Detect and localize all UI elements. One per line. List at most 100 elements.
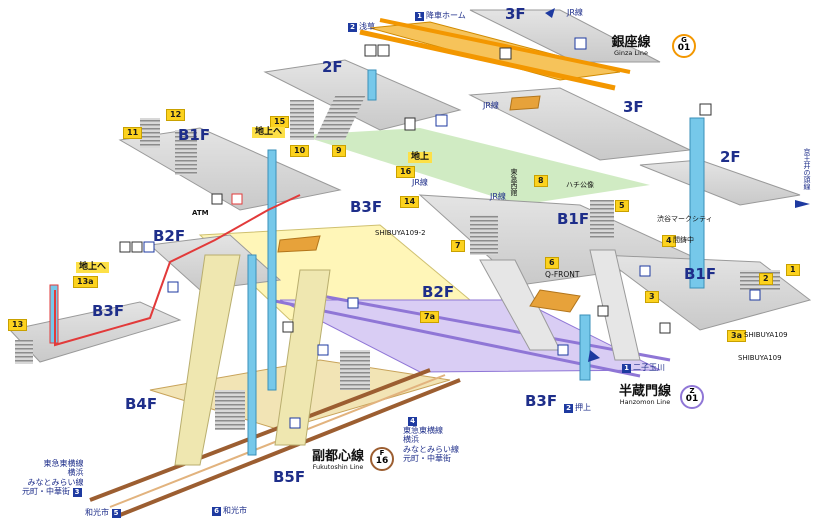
floor-label-2f-right: 2F bbox=[720, 148, 741, 166]
floor-label-b1f-right: B1F bbox=[684, 265, 717, 283]
exit-5: 5 bbox=[615, 200, 629, 212]
facility-icons bbox=[119, 37, 761, 429]
floor-label-b1f-mid: B1F bbox=[557, 210, 590, 228]
exit-3a: 3a bbox=[727, 330, 746, 342]
nursing-room-icon bbox=[131, 241, 143, 253]
fukutoshin-line-sub: Fukutoshin Line bbox=[312, 463, 364, 471]
direction-text: 東急東横線 横浜 みなとみらい線 元町・中華街 bbox=[22, 459, 84, 496]
exit-13a: 13a bbox=[73, 276, 98, 288]
fukutoshin-line-name: 副都心線 bbox=[311, 449, 364, 464]
direction-text: 和光市 bbox=[223, 506, 247, 515]
floor-label-2f-left: 2F bbox=[322, 58, 343, 76]
stair-8 bbox=[340, 350, 370, 390]
elevator-shaft-3 bbox=[267, 149, 277, 391]
shibuya109-2: SHIBUYA109-2 bbox=[375, 229, 426, 237]
ginza-line-name: 銀座線 bbox=[611, 35, 651, 50]
ticket-machine-icon bbox=[364, 44, 377, 57]
toilet-icon bbox=[119, 241, 131, 253]
support-frame-1 bbox=[174, 254, 241, 466]
stair-5 bbox=[590, 200, 614, 238]
ticket-gate bbox=[509, 95, 541, 111]
wheelchair-icon bbox=[435, 114, 448, 127]
stair-1 bbox=[314, 95, 366, 140]
floor-2f-right bbox=[639, 159, 801, 206]
direction-text: 東急東横線 横浜 みなとみらい線 元町・中華街 bbox=[403, 426, 459, 463]
floor-label-b3f-mid: B3F bbox=[350, 198, 383, 216]
info-icon bbox=[699, 103, 712, 116]
floor-label-b4f: B4F bbox=[125, 395, 158, 413]
ginza-roundel: G 01 bbox=[672, 34, 696, 58]
elevator-shaft-2 bbox=[689, 117, 705, 289]
toilet-icon bbox=[499, 47, 512, 60]
atm-icon: ATM bbox=[192, 209, 209, 217]
hanzomon-roundel-num: 01 bbox=[685, 394, 699, 404]
arrow-direction-icon bbox=[795, 200, 810, 208]
hachiko-statue: ハチ公像 bbox=[566, 181, 594, 189]
direction-text: 浅草 bbox=[359, 22, 375, 31]
stair-4 bbox=[470, 215, 498, 255]
direction-jr-top: JR線 bbox=[567, 8, 583, 17]
wheelchair-icon bbox=[143, 241, 155, 253]
direction-toyoko-3: 東急東横線 横浜 みなとみらい線 元町・中華街 3 bbox=[22, 450, 84, 497]
elevator-shaft-1 bbox=[367, 69, 377, 101]
direction-text: 二子玉川 bbox=[633, 363, 665, 372]
floor-label-b1f-left: B1F bbox=[178, 126, 211, 144]
elevator-icon bbox=[639, 265, 651, 277]
exit-1: 1 bbox=[786, 264, 800, 276]
elevator-icon bbox=[289, 417, 301, 429]
exit-6: 6 bbox=[545, 257, 559, 269]
accessible-route bbox=[54, 194, 301, 347]
hanzomon-track-1 bbox=[269, 298, 641, 378]
exit-7a: 7a bbox=[420, 311, 439, 323]
exit-11: 11 bbox=[123, 127, 143, 139]
shibuya109-b: SHIBUYA109 bbox=[738, 354, 782, 362]
stair-2 bbox=[290, 100, 314, 140]
fukutoshin-track-2 bbox=[119, 378, 461, 517]
ginza-roundel-letter: G bbox=[681, 36, 687, 44]
fukutoshin-roundel-num: 16 bbox=[375, 456, 389, 466]
hanzomon-line-sub: Hanzomon Line bbox=[619, 398, 671, 406]
floor-label-b5f: B5F bbox=[273, 468, 306, 486]
exit-10: 10 bbox=[290, 145, 310, 157]
under-construction: 間鋳中 bbox=[673, 236, 694, 244]
elevator-icon bbox=[557, 344, 569, 356]
arrow-direction-icon bbox=[545, 8, 555, 18]
direction-jr-mid: JR線 bbox=[483, 101, 499, 110]
direction-number: 1 bbox=[415, 12, 424, 21]
direction-number: 4 bbox=[408, 417, 418, 427]
ginza-track-1 bbox=[359, 29, 616, 91]
stair-7 bbox=[215, 390, 245, 430]
aed-icon bbox=[231, 193, 243, 205]
ground-level-zone bbox=[300, 128, 650, 205]
fukutoshin-roundel-letter: F bbox=[379, 449, 385, 457]
ticket-gate bbox=[277, 235, 321, 253]
hanzomon-line-name: 半蔵門線 bbox=[618, 384, 671, 399]
floor-3f-top bbox=[469, 9, 661, 63]
elevator-icon bbox=[749, 289, 761, 301]
phone-icon bbox=[404, 117, 416, 131]
exit-16: 16 bbox=[396, 166, 416, 178]
exit-3: 3 bbox=[645, 291, 659, 303]
shibuya109-a: SHIBUYA109 bbox=[744, 331, 788, 339]
direction-text: 押上 bbox=[575, 403, 591, 412]
exit-14: 14 bbox=[400, 196, 420, 208]
stair-10 bbox=[140, 118, 160, 148]
direction-jr-low2: JR線 bbox=[490, 192, 506, 201]
elevator-icon bbox=[317, 344, 329, 356]
phone-icon bbox=[211, 193, 223, 205]
hanzomon-track-2 bbox=[299, 290, 671, 362]
direction-keio: 京王井の頭線 bbox=[803, 148, 812, 190]
stair-3 bbox=[175, 130, 197, 175]
hanzomon-roundel-letter: Z bbox=[689, 387, 695, 395]
exit-4: 4 bbox=[662, 235, 676, 247]
exit-12: 12 bbox=[166, 109, 186, 121]
ginza-roundel-num: 01 bbox=[677, 43, 691, 53]
ginza-line-sub: Ginza Line bbox=[614, 49, 648, 57]
direction-number: 2 bbox=[348, 23, 357, 32]
exit-8: 8 bbox=[534, 175, 548, 187]
